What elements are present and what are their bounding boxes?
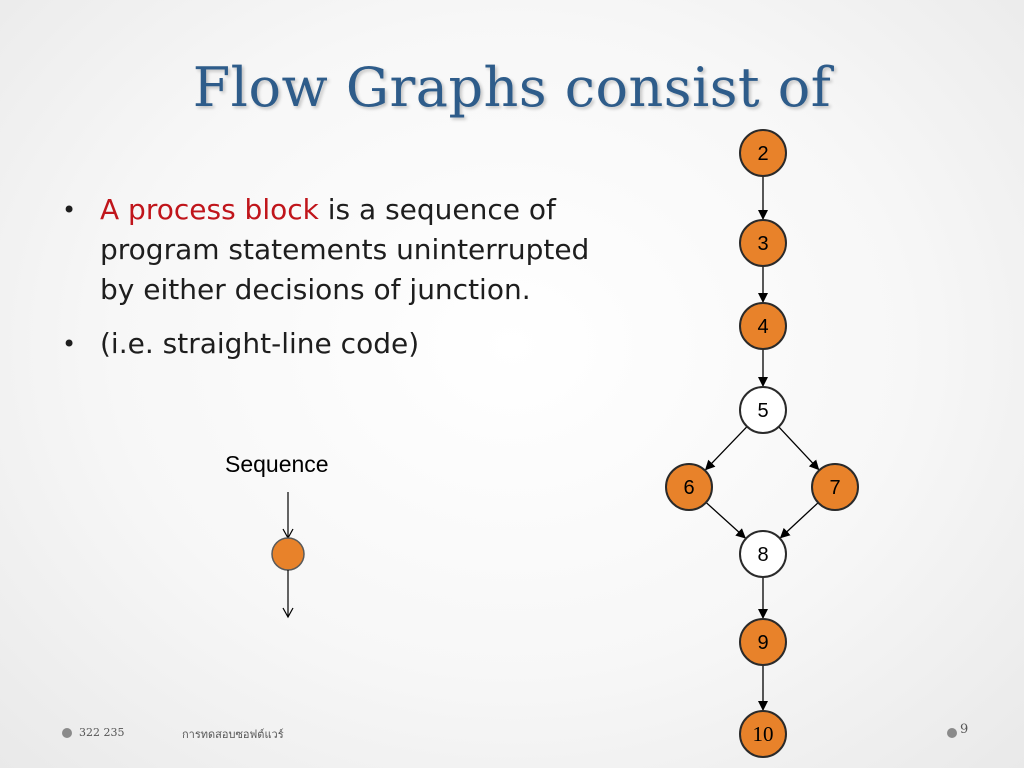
bullet-text: is a sequence of program statements unin… — [100, 193, 590, 306]
flow-graph-edges — [704, 176, 820, 711]
node-circle — [739, 386, 787, 434]
footer-course-name: การทดสอบซอฟต์แวร์ — [182, 728, 284, 741]
node-4: 4 — [739, 302, 787, 350]
node-label: 6 — [683, 477, 694, 499]
node-circle — [739, 530, 787, 578]
node-label: 5 — [757, 400, 768, 422]
edge-7-8 — [779, 502, 819, 539]
footer-course-code: 322 235 — [79, 726, 125, 739]
node-circle — [739, 219, 787, 267]
node-6: 6 — [665, 463, 713, 511]
footer-page-number: 9 — [960, 722, 969, 737]
node-circle — [665, 463, 713, 511]
bullet-marker: • — [62, 330, 77, 358]
edge-6-8 — [705, 501, 746, 539]
node-label: 8 — [757, 544, 768, 566]
bullet-marker: • — [62, 196, 77, 224]
node-5: 5 — [739, 386, 787, 434]
node-8: 8 — [739, 530, 787, 578]
bullet-text: (i.e. straight-line code) — [100, 327, 420, 360]
node-label: 10 — [753, 722, 774, 746]
footer-bullet-icon — [62, 728, 72, 738]
node-circle — [739, 302, 787, 350]
node-label: 4 — [757, 316, 768, 338]
footer-page-bullet-icon — [947, 728, 957, 738]
flow-graph-nodes: 2 3 4 5 6 7 8 9 10 — [665, 129, 859, 758]
node-label: 3 — [757, 233, 768, 255]
bullet-item-2: • (i.e. straight-line code) — [62, 324, 622, 364]
node-circle — [739, 129, 787, 177]
node-label: 7 — [829, 477, 840, 499]
edge-5-7 — [778, 426, 820, 471]
sequence-label: Sequence — [225, 451, 329, 477]
node-9: 9 — [739, 618, 787, 666]
node-2: 2 — [739, 129, 787, 177]
node-circle — [739, 710, 787, 758]
bullet-list: • A process block is a sequence of progr… — [62, 190, 622, 378]
node-3: 3 — [739, 219, 787, 267]
edge-5-6 — [704, 426, 748, 471]
node-10: 10 — [739, 710, 787, 758]
node-label: 2 — [757, 143, 768, 165]
node-circle — [739, 618, 787, 666]
sequence-node — [271, 537, 305, 571]
node-circle — [811, 463, 859, 511]
slide-title: Flow Graphs consist of — [192, 56, 832, 119]
sequence-arrowhead-out — [282, 607, 294, 619]
bullet-highlight: A process block — [100, 193, 319, 226]
node-7: 7 — [811, 463, 859, 511]
bullet-item-1: • A process block is a sequence of progr… — [62, 190, 622, 310]
node-label: 9 — [757, 632, 768, 654]
